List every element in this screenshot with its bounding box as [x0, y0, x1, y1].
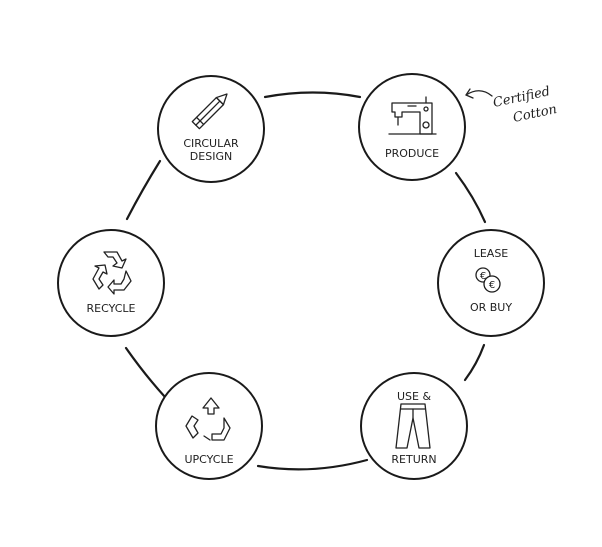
stage-use-and-return: USE & RETURN	[360, 372, 468, 480]
pencil-icon	[191, 93, 228, 130]
coin-symbol-front: €	[489, 280, 495, 291]
stage-label: PRODUCE	[385, 147, 439, 160]
jeans-icon	[395, 403, 431, 449]
stage-label-line1: CIRCULAR	[183, 137, 239, 150]
coin-symbol-back: €	[480, 271, 486, 282]
cycle-arcs	[124, 91, 487, 471]
sewing-machine-icon	[388, 96, 437, 135]
annotation-arrow-icon	[465, 90, 493, 97]
stage-produce: PRODUCE	[358, 73, 466, 181]
arc-design-produce	[263, 91, 362, 99]
recycle-icon	[92, 251, 132, 295]
stage-recycle: RECYCLE	[57, 229, 165, 337]
stage-lease-or-buy: LEASE € € OR BUY	[437, 229, 545, 337]
stage-circle	[358, 73, 466, 181]
stage-label-line2: DESIGN	[190, 150, 232, 163]
arc-use-upcycle	[256, 458, 369, 471]
stage-circle	[157, 75, 265, 183]
annotation-arrowhead	[465, 88, 474, 99]
stage-label: UPCYCLE	[184, 453, 233, 466]
stage-circle	[155, 372, 263, 480]
stage-upcycle: UPCYCLE	[155, 372, 263, 480]
stage-label-line1: USE &	[397, 390, 431, 403]
arc-recycle-design	[125, 159, 162, 221]
upcycle-arrows-icon	[185, 397, 231, 441]
certified-cotton-annotation: Certified Cotton	[465, 84, 558, 126]
stage-label: RECYCLE	[87, 302, 136, 315]
arc-produce-lease	[454, 171, 487, 224]
euro-coins-icon: € €	[475, 267, 501, 293]
stage-label-line2: OR BUY	[470, 301, 512, 314]
stage-label-line2: RETURN	[391, 453, 436, 466]
stage-label-line1: LEASE	[474, 247, 509, 260]
arc-lease-use	[463, 343, 486, 382]
stage-circular-design: CIRCULAR DESIGN	[157, 75, 265, 183]
arc-upcycle-recycle	[124, 346, 167, 399]
